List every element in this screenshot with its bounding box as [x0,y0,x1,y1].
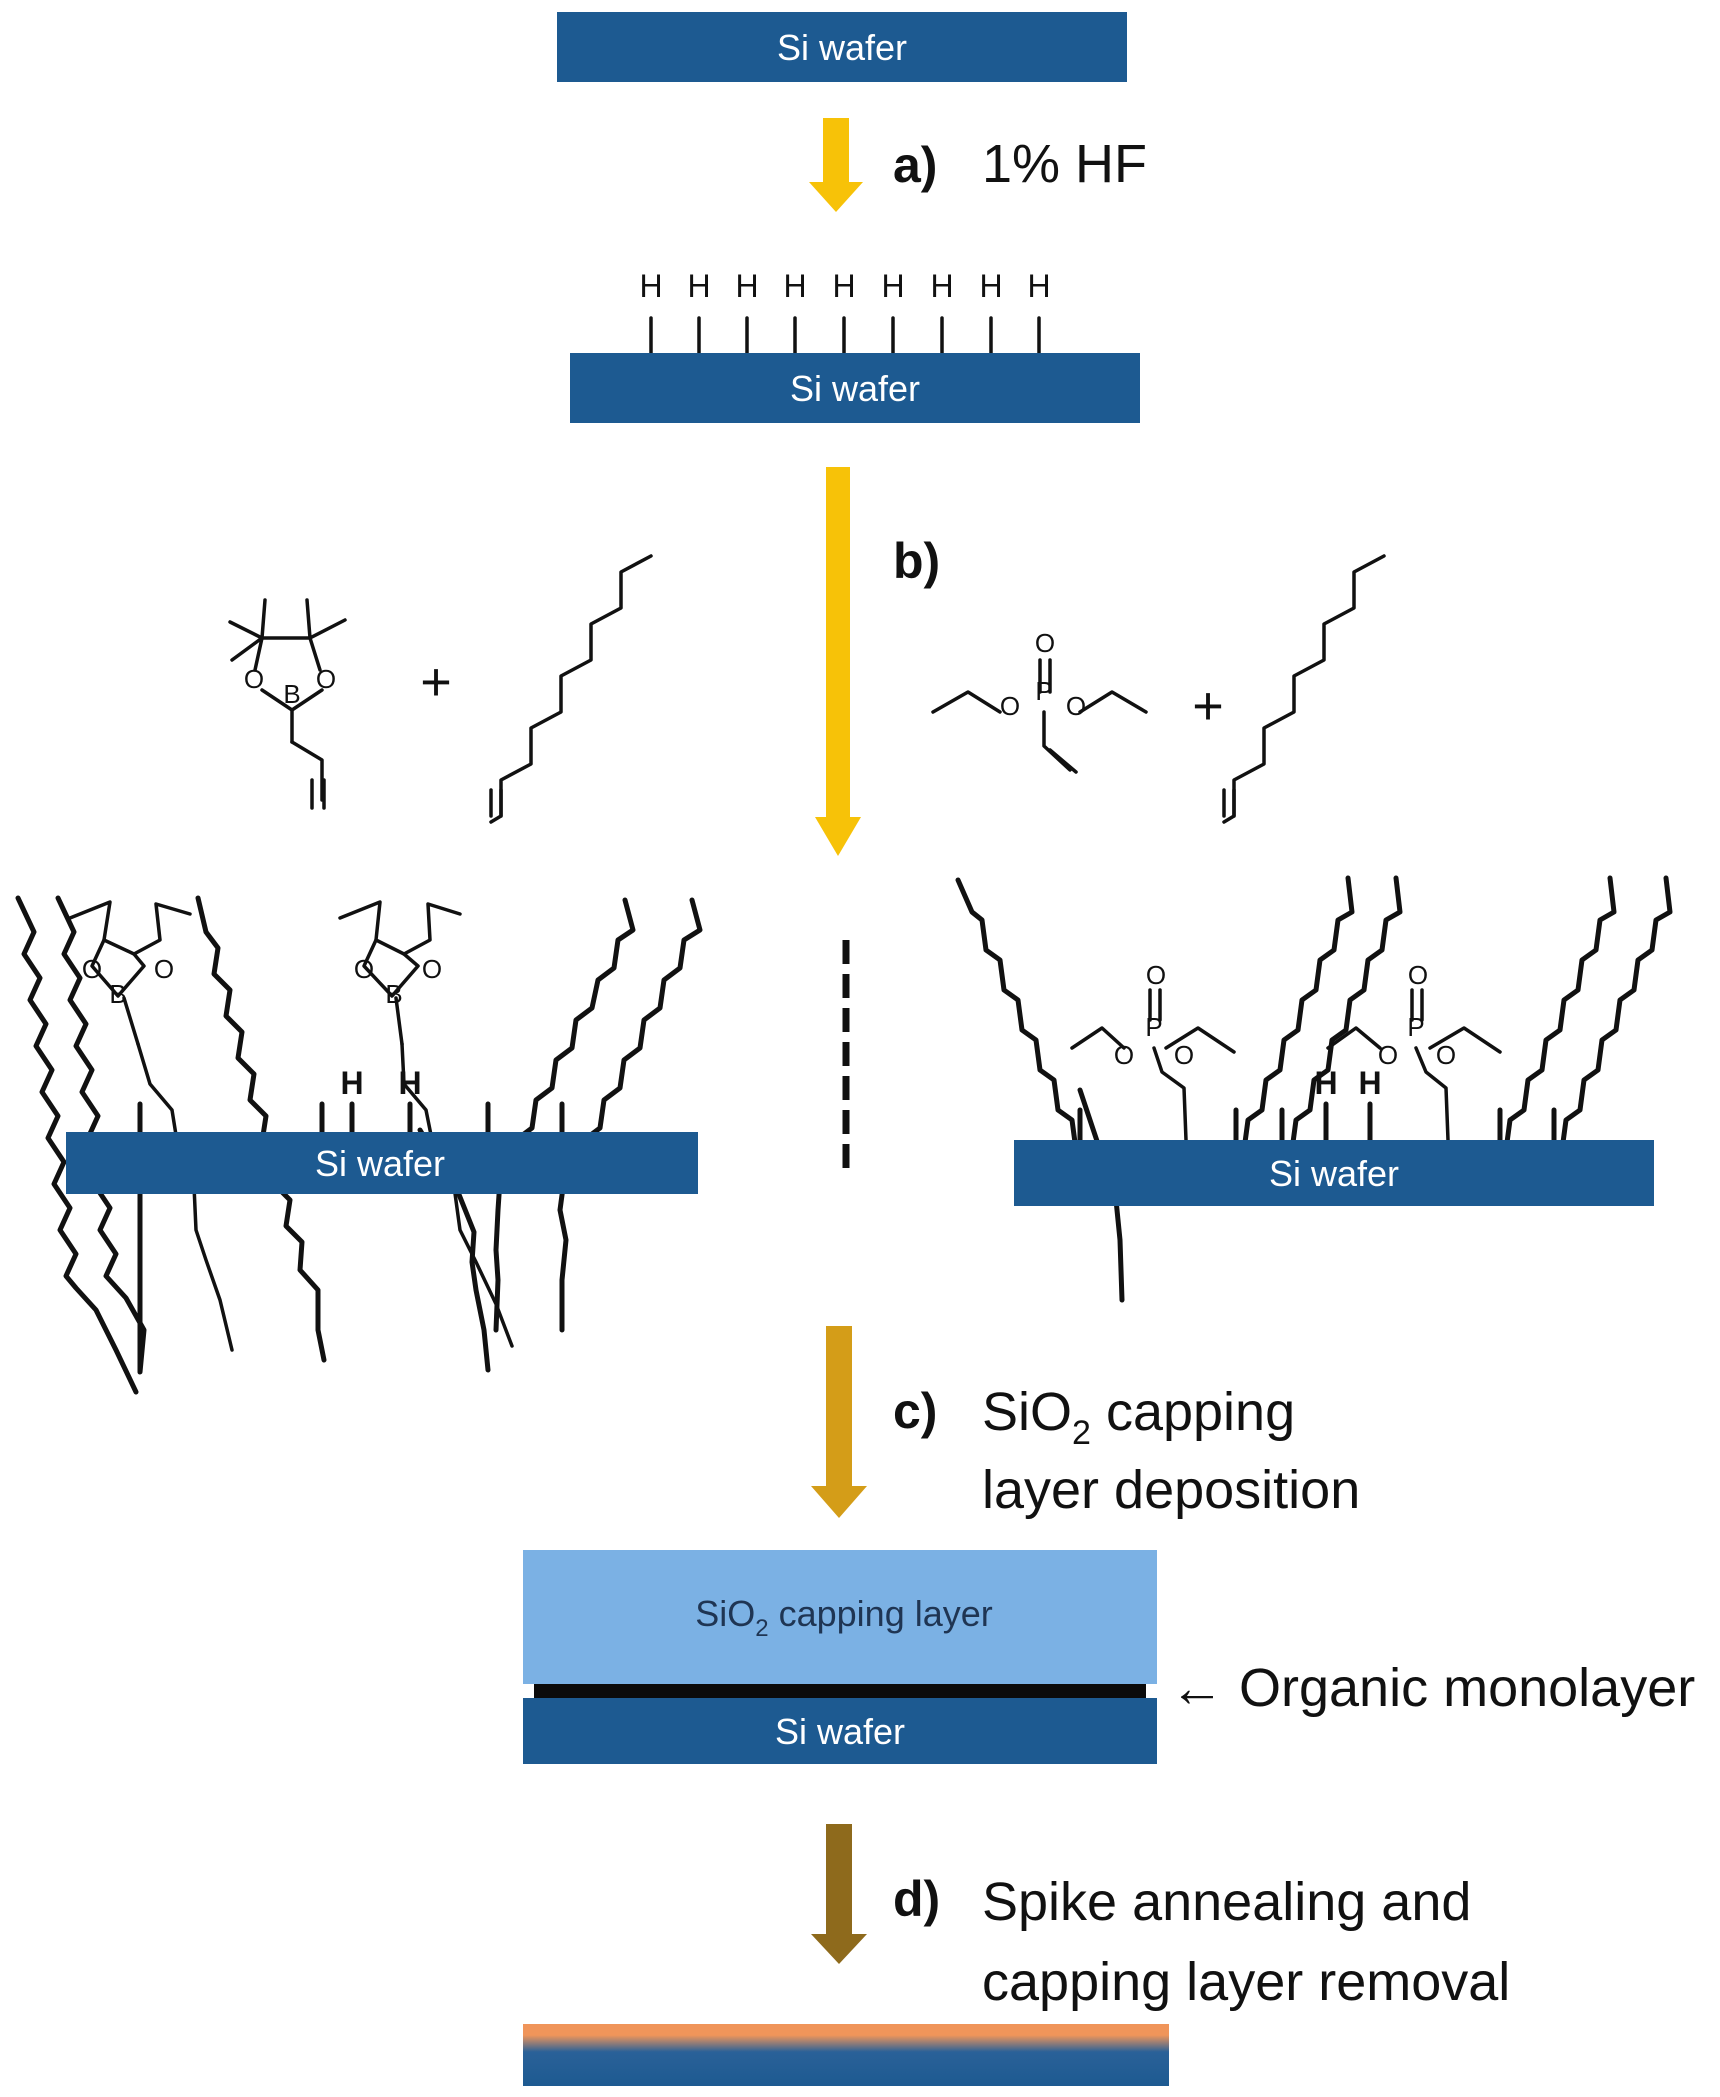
hydrogen-atom: H [687,268,710,304]
hydrogen-atom: H [783,268,806,304]
phosphorus-atom: P [1407,1012,1424,1042]
boron-atom: B [283,679,300,709]
phosphorus-atom: P [1035,676,1052,706]
hydrogen-atom: H [881,268,904,304]
capped-stack: SiO2 capping layer Si wafer [523,1550,1157,1764]
capping-rest: capping layer [769,1593,993,1634]
step-d-letter: d) [893,1871,940,1927]
arrow-step-c [811,1326,867,1518]
h-terminated-surface: H H H H H H H H H Si wafer [570,268,1140,423]
step-d-line2: capping layer removal [982,1952,1510,2012]
arrow-step-a [809,118,863,212]
oxygen-atom: O [1378,1040,1398,1070]
step-d-line1: Spike annealing and [982,1872,1471,1932]
wafer-capped-label: Si wafer [775,1711,905,1752]
oxygen-atom: O [422,954,442,984]
step-b-letter: b) [893,533,940,589]
allyl-boronate-molecule: O O B [228,598,347,810]
oxygen-atom: O [1000,691,1020,721]
dodecene-molecule-right [1222,554,1386,824]
step-c-sio: SiO [982,1382,1072,1442]
boron-atom: B [109,979,126,1009]
plus-sign-right: + [1192,676,1224,736]
oxygen-atom: O [316,664,336,694]
oxygen-atom: O [154,954,174,984]
right-functionalized-surface: O P O O O P O O H H Si wafer [955,875,1673,1303]
step-c-subscript: 2 [1072,1414,1091,1452]
wafer-top-label: Si wafer [777,27,907,68]
plus-sign-left: + [420,652,452,712]
oxygen-atom: O [1114,1040,1134,1070]
final-doped-wafer [523,2024,1169,2086]
phosphorus-atom: P [1145,1012,1162,1042]
oxygen-atom: O [1066,691,1086,721]
boron-atom: B [385,979,402,1009]
hydrogen-atom: H [1358,1065,1381,1101]
organic-monolayer-label: ← Organic monolayer [1170,1658,1695,1718]
capping-sio: SiO [695,1593,755,1634]
capping-layer-label: SiO2 capping layer [695,1593,993,1642]
step-c-letter: c) [893,1383,937,1439]
oxygen-atom: O [1035,628,1055,658]
oxygen-atom: O [1436,1040,1456,1070]
hydrogen-atom: H [832,268,855,304]
wafer-h-label: Si wafer [790,368,920,409]
step-c-capping: capping [1091,1382,1295,1442]
step-c-line1: SiO2 capping [982,1382,1295,1452]
oxygen-atom: O [1146,960,1166,990]
hydrogen-atom: H [639,268,662,304]
h-bond: H H H H H H H H H [639,268,1051,355]
wafer-left-label: Si wafer [315,1143,445,1184]
oxygen-atom: O [1408,960,1428,990]
oxygen-atom: O [354,954,374,984]
dodecene-molecule-left [489,554,653,824]
hydrogen-atom: H [340,1065,363,1101]
hydrogen-atom: H [1314,1065,1337,1101]
oxygen-atom: O [82,954,102,984]
step-a-text: 1% HF [982,134,1147,194]
hydrogen-atom: H [930,268,953,304]
oxygen-atom: O [244,664,264,694]
wafer-right-label: Si wafer [1269,1153,1399,1194]
oxygen-atom: O [1174,1040,1194,1070]
step-a-letter: a) [893,137,937,193]
hydrogen-atom: H [979,268,1002,304]
arrow-step-d [811,1824,867,1964]
hydrogen-atom: H [735,268,758,304]
left-functionalized-surface: O B O O B O H H Si wafer [15,895,703,1395]
arrow-step-b [815,467,861,856]
step-c-line2: layer deposition [982,1460,1360,1520]
vinylphosphonate-molecule: O P O O [931,628,1148,774]
hydrogen-atom: H [398,1065,421,1101]
wafer-top: Si wafer [557,12,1127,82]
capping-subscript: 2 [755,1615,768,1642]
hydrogen-atom: H [1027,268,1050,304]
